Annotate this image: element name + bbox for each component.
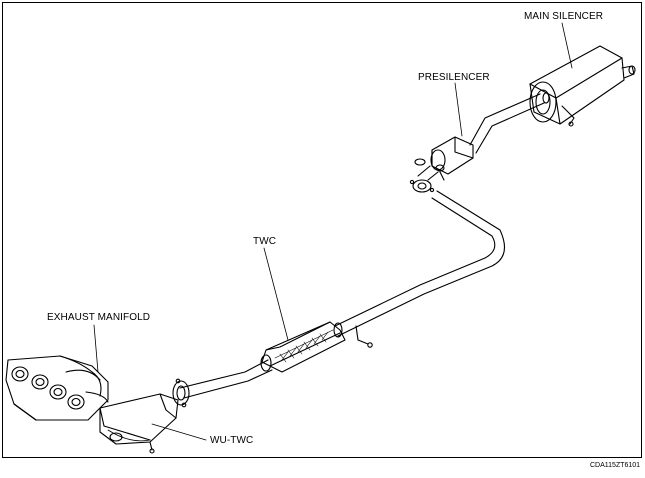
mid-flange bbox=[409, 158, 445, 193]
main-silencer-label: MAIN SILENCER bbox=[524, 11, 604, 22]
leader-lines bbox=[93, 22, 573, 441]
front-flange bbox=[172, 378, 190, 408]
wu-twc-body bbox=[99, 393, 179, 454]
diagram-frame bbox=[2, 2, 642, 458]
twc-label: TWC bbox=[253, 236, 277, 247]
presilencer-label: PRESILENCER bbox=[418, 72, 490, 83]
twc-converter bbox=[260, 321, 346, 373]
wu-twc-label: WU-TWC bbox=[210, 435, 254, 446]
figure-code: CDA115ZT6101 bbox=[590, 462, 641, 469]
presilencer-body bbox=[430, 136, 474, 181]
exhaust-manifold-label: EXHAUST MANIFOLD bbox=[47, 312, 151, 323]
exhaust-pipe bbox=[179, 190, 506, 399]
rear-pipe bbox=[469, 93, 545, 154]
exhaust-manifold-body bbox=[5, 355, 109, 421]
main-silencer-body bbox=[529, 45, 636, 127]
